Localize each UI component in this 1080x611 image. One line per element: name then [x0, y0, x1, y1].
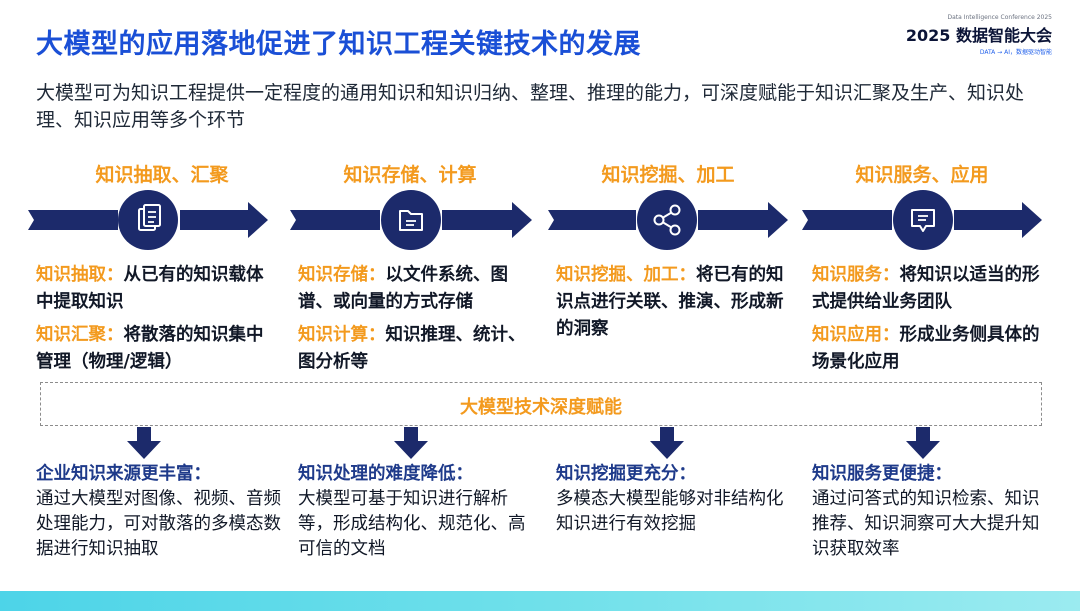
desc-store-p1-head: 知识存储：: [298, 265, 386, 285]
desc-extract-p1-head: 知识抽取：: [36, 265, 124, 285]
down-arrow-icon: [127, 427, 161, 459]
intro-text: 大模型可为知识工程提供一定程度的通用知识和知识归纳、整理、推理的能力，可深度赋能…: [36, 82, 1025, 131]
outcome-processing: 知识处理的难度降低： 大模型可基于知识进行解析等，形成结构化、规范化、高可信的文…: [298, 462, 534, 562]
desc-serve-p2-body: 形成业务侧具体的场景化应用: [812, 325, 1040, 372]
desc-store: 知识存储：以文件系统、图谱、或向量的方式存储 知识计算：知识推理、统计、图分析等: [298, 262, 528, 376]
document-icon: [138, 204, 161, 231]
desc-store-p1: 知识存储：以文件系统、图谱、或向量的方式存储: [298, 262, 528, 316]
conference-english-name: Data Intelligence Conference 2025: [947, 14, 1052, 21]
down-arrow-icon: [650, 427, 684, 459]
desc-serve-p1-body: 将知识以适当的形式提供给业务团队: [812, 265, 1040, 312]
desc-store-p2: 知识计算：知识推理、统计、图分析等: [298, 322, 528, 376]
process-flow: [0, 180, 1080, 260]
desc-serve: 知识服务：将知识以适当的形式提供给业务团队 知识应用：形成业务侧具体的场景化应用: [812, 262, 1044, 376]
outcome-service-head: 知识服务更便捷：: [812, 464, 952, 484]
outcome-processing-body: 大模型可基于知识进行解析等，形成结构化、规范化、高可信的文档: [298, 489, 526, 559]
desc-mine-p1-body: 将已有的知识点进行关联、推演、形成新的洞察: [556, 265, 784, 339]
desc-store-p2-body: 知识推理、统计、图分析等: [298, 325, 526, 372]
outcome-mining: 知识挖掘更充分： 多模态大模型能够对非结构化知识进行有效挖掘: [556, 462, 788, 537]
down-arrow-icon: [906, 427, 940, 459]
outcome-service-body: 通过问答式的知识检索、知识推荐、知识洞察可大大提升知识获取效率: [812, 489, 1040, 559]
desc-extract-p2-head: 知识汇聚：: [36, 325, 124, 345]
desc-mine: 知识挖掘、加工：将已有的知识点进行关联、推演、形成新的洞察: [556, 262, 790, 343]
desc-store-p1-body: 以文件系统、图谱、或向量的方式存储: [298, 265, 508, 312]
stage-title-store: 知识存储、计算: [343, 164, 477, 186]
outcome-mining-body: 多模态大模型能够对非结构化知识进行有效挖掘: [556, 489, 784, 534]
outcome-sources-head: 企业知识来源更丰富：: [36, 464, 211, 484]
folder-icon: [399, 210, 423, 231]
slide-title: 大模型的应用落地促进了知识工程关键技术的发展: [36, 29, 641, 60]
outcome-sources-body: 通过大模型对图像、视频、音频处理能力，可对散落的多模态数据进行知识抽取: [36, 489, 281, 559]
enablement-label: 大模型技术深度赋能: [460, 397, 622, 418]
footer-bar: [0, 591, 1080, 611]
desc-mine-p1: 知识挖掘、加工：将已有的知识点进行关联、推演、形成新的洞察: [556, 262, 790, 343]
desc-store-p2-head: 知识计算：: [298, 325, 386, 345]
outcome-mining-head: 知识挖掘更充分：: [556, 464, 696, 484]
outcome-service: 知识服务更便捷： 通过问答式的知识检索、知识推荐、知识洞察可大大提升知识获取效率: [812, 462, 1046, 562]
stage-title-extract: 知识抽取、汇聚: [95, 164, 229, 186]
stage-title-mine: 知识挖掘、加工: [601, 164, 735, 186]
down-arrow-icon: [394, 427, 428, 459]
desc-mine-p1-head: 知识挖掘、加工：: [556, 265, 696, 285]
outcome-processing-head: 知识处理的难度降低：: [298, 464, 473, 484]
flow-segment-mine: [548, 190, 788, 250]
desc-extract-p2-body: 将散落的知识集中管理（物理/逻辑）: [36, 325, 264, 372]
desc-extract-p1: 知识抽取：从已有的知识载体中提取知识: [36, 262, 266, 316]
desc-serve-p1: 知识服务：将知识以适当的形式提供给业务团队: [812, 262, 1044, 316]
desc-extract-p2: 知识汇聚：将散落的知识集中管理（物理/逻辑）: [36, 322, 266, 376]
desc-serve-p2-head: 知识应用：: [812, 325, 900, 345]
outcome-sources: 企业知识来源更丰富： 通过大模型对图像、视频、音频处理能力，可对散落的多模态数据…: [36, 462, 282, 562]
desc-serve-p1-head: 知识服务：: [812, 265, 900, 285]
conference-name: 2025 数据智能大会: [905, 26, 1052, 45]
conference-tagline: DATA → AI，数据驱动智能: [979, 49, 1052, 56]
enablement-box: 大模型技术深度赋能: [40, 382, 1042, 426]
flow-segment-store: [290, 190, 532, 250]
share-icon: [653, 204, 681, 236]
chat-icon: [911, 209, 935, 232]
conference-logo: Data Intelligence Conference 2025 2025 数…: [906, 14, 1052, 56]
desc-extract-p1-body: 从已有的知识载体中提取知识: [36, 265, 264, 312]
stage-title-serve: 知识服务、应用: [855, 164, 989, 186]
desc-serve-p2: 知识应用：形成业务侧具体的场景化应用: [812, 322, 1044, 376]
desc-extract: 知识抽取：从已有的知识载体中提取知识 知识汇聚：将散落的知识集中管理（物理/逻辑…: [36, 262, 266, 376]
